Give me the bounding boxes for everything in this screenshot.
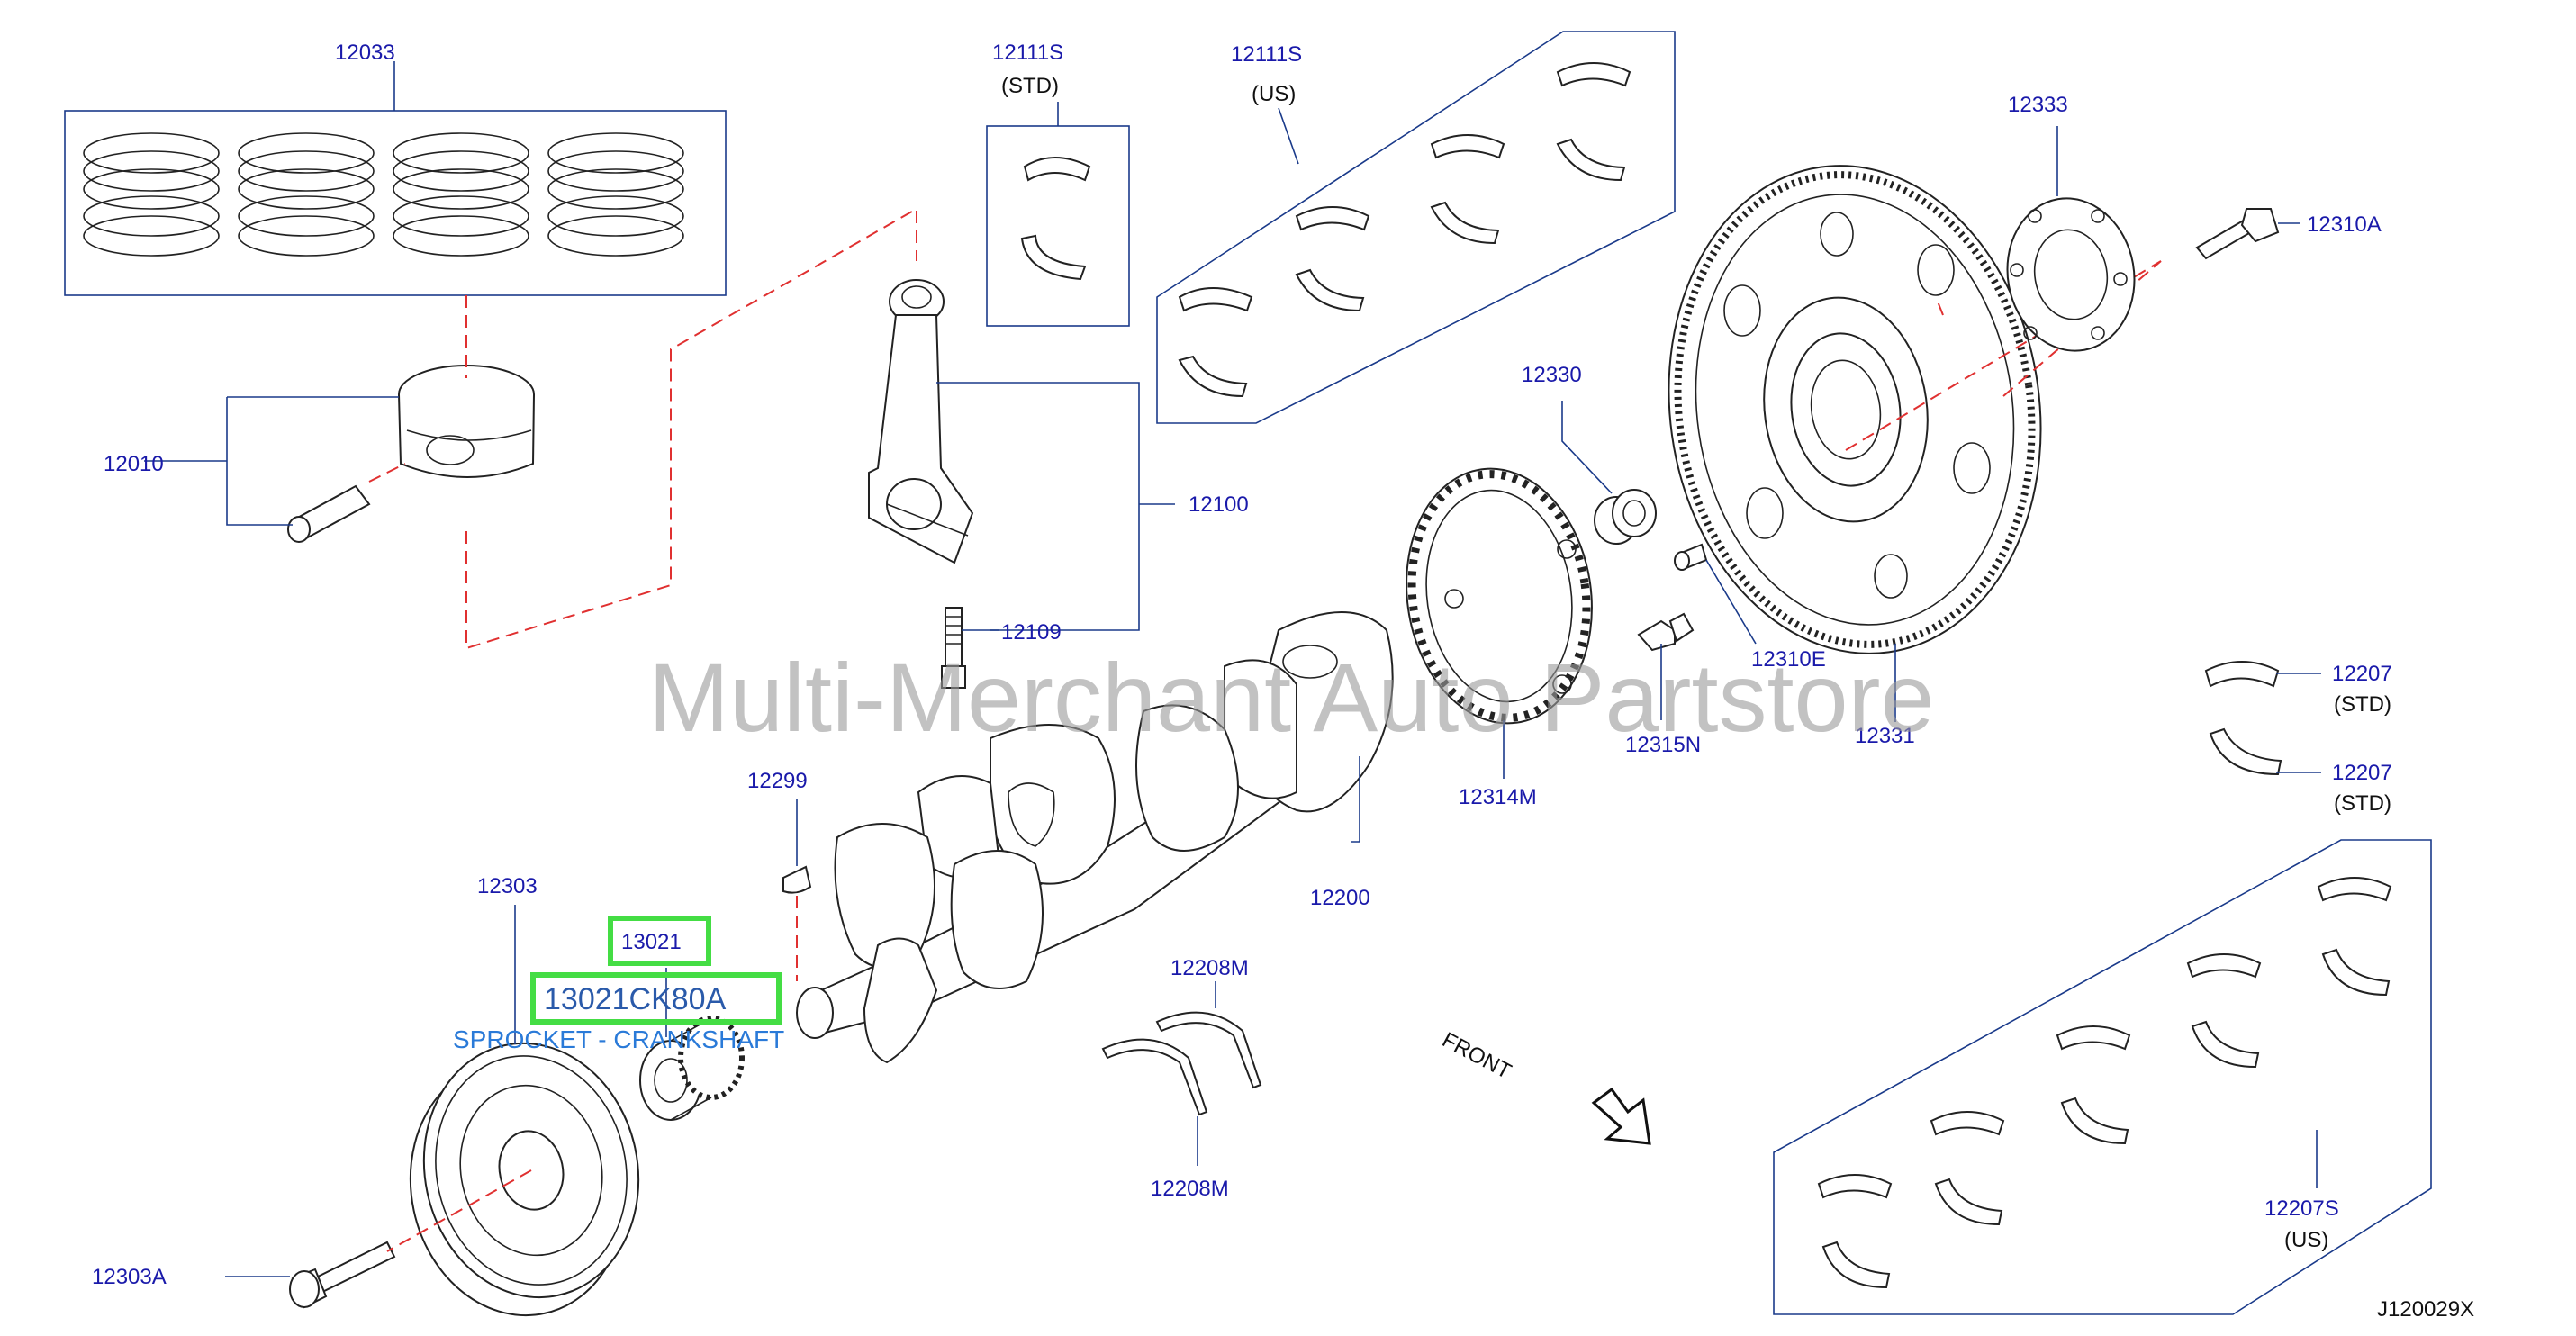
piston-pin[interactable] — [287, 484, 371, 543]
crankshaft-pulley[interactable] — [387, 1024, 662, 1336]
conrod-bearings-std[interactable] — [986, 125, 1130, 327]
label-12208m-top[interactable]: 12208M — [1170, 956, 1249, 980]
crankshaft[interactable] — [796, 611, 1394, 1064]
label-12111s-std[interactable]: 12111S — [992, 41, 1063, 65]
conrod-bearings-us[interactable] — [1156, 31, 1676, 424]
label-12207-a[interactable]: 12207 — [2332, 662, 2392, 686]
signal-plate[interactable] — [1390, 456, 1608, 736]
diagram-id: J120029X — [2377, 1297, 2474, 1322]
label-12314m[interactable]: 12314M — [1459, 785, 1537, 809]
main-bearing-upper-std[interactable] — [2204, 661, 2280, 688]
selected-part-description: SPROCKET - CRANKSHAFT — [453, 1025, 784, 1053]
label-12299[interactable]: 12299 — [747, 769, 808, 793]
crankshaft-sprocket[interactable] — [639, 1016, 745, 1121]
label-us-2: (US) — [2284, 1228, 2328, 1252]
thrust-washer-lower[interactable] — [1101, 1038, 1208, 1116]
label-12303[interactable]: 12303 — [477, 874, 538, 898]
flywheel-bolt[interactable] — [2195, 208, 2280, 260]
label-12033[interactable]: 12033 — [335, 41, 395, 65]
woodruff-key[interactable] — [782, 865, 812, 894]
label-12331[interactable]: 12331 — [1855, 724, 1915, 748]
label-std-3: (STD) — [2334, 791, 2391, 816]
label-std-1: (STD) — [1001, 74, 1059, 98]
front-arrow-icon — [1591, 1087, 1651, 1145]
highlight-box-selected — [530, 972, 782, 1025]
label-us-1: (US) — [1252, 82, 1296, 106]
connecting-rod[interactable] — [868, 279, 974, 564]
flywheel[interactable] — [1638, 141, 2072, 678]
selected-part-number[interactable]: 13021CK80A — [544, 982, 727, 1016]
signal-plate-bolt[interactable] — [1637, 612, 1695, 652]
label-12100[interactable]: 12100 — [1189, 492, 1249, 517]
label-12310e[interactable]: 12310E — [1751, 647, 1826, 672]
main-bearing-lower-std[interactable] — [2209, 727, 2282, 776]
label-12207-b[interactable]: 12207 — [2332, 761, 2392, 785]
label-std-2: (STD) — [2334, 692, 2391, 717]
label-12333[interactable]: 12333 — [2008, 93, 2068, 117]
reinforcement-plate[interactable] — [1995, 188, 2146, 361]
label-12109[interactable]: 12109 — [1001, 620, 1062, 645]
main-bearings-us[interactable] — [1773, 839, 2432, 1315]
watermark: Multi-Merchant Auto Partstore — [648, 643, 1935, 752]
label-12207s[interactable]: 12207S — [2264, 1196, 2339, 1221]
highlight-box-13021 — [608, 916, 711, 966]
pilot-bushing[interactable] — [1594, 489, 1657, 545]
piston[interactable] — [398, 365, 535, 478]
label-12010[interactable]: 12010 — [104, 452, 164, 476]
label-13021[interactable]: 13021 — [621, 930, 682, 954]
piston-rings-group — [64, 61, 727, 296]
dowel-pin[interactable] — [1674, 543, 1708, 571]
label-12310a[interactable]: 12310A — [2307, 212, 2382, 237]
label-12111s-us[interactable]: 12111S — [1231, 42, 1302, 67]
label-12303a[interactable]: 12303A — [92, 1265, 167, 1289]
thrust-washer-upper[interactable] — [1155, 1011, 1262, 1089]
label-12315n[interactable]: 12315N — [1625, 733, 1701, 757]
rod-bolt[interactable] — [941, 607, 966, 689]
label-12208m-bottom[interactable]: 12208M — [1151, 1177, 1229, 1201]
front-label: FRONT — [1438, 1027, 1515, 1084]
label-12200[interactable]: 12200 — [1310, 886, 1370, 910]
label-12330[interactable]: 12330 — [1522, 363, 1582, 387]
pulley-bolt[interactable] — [289, 1241, 396, 1309]
